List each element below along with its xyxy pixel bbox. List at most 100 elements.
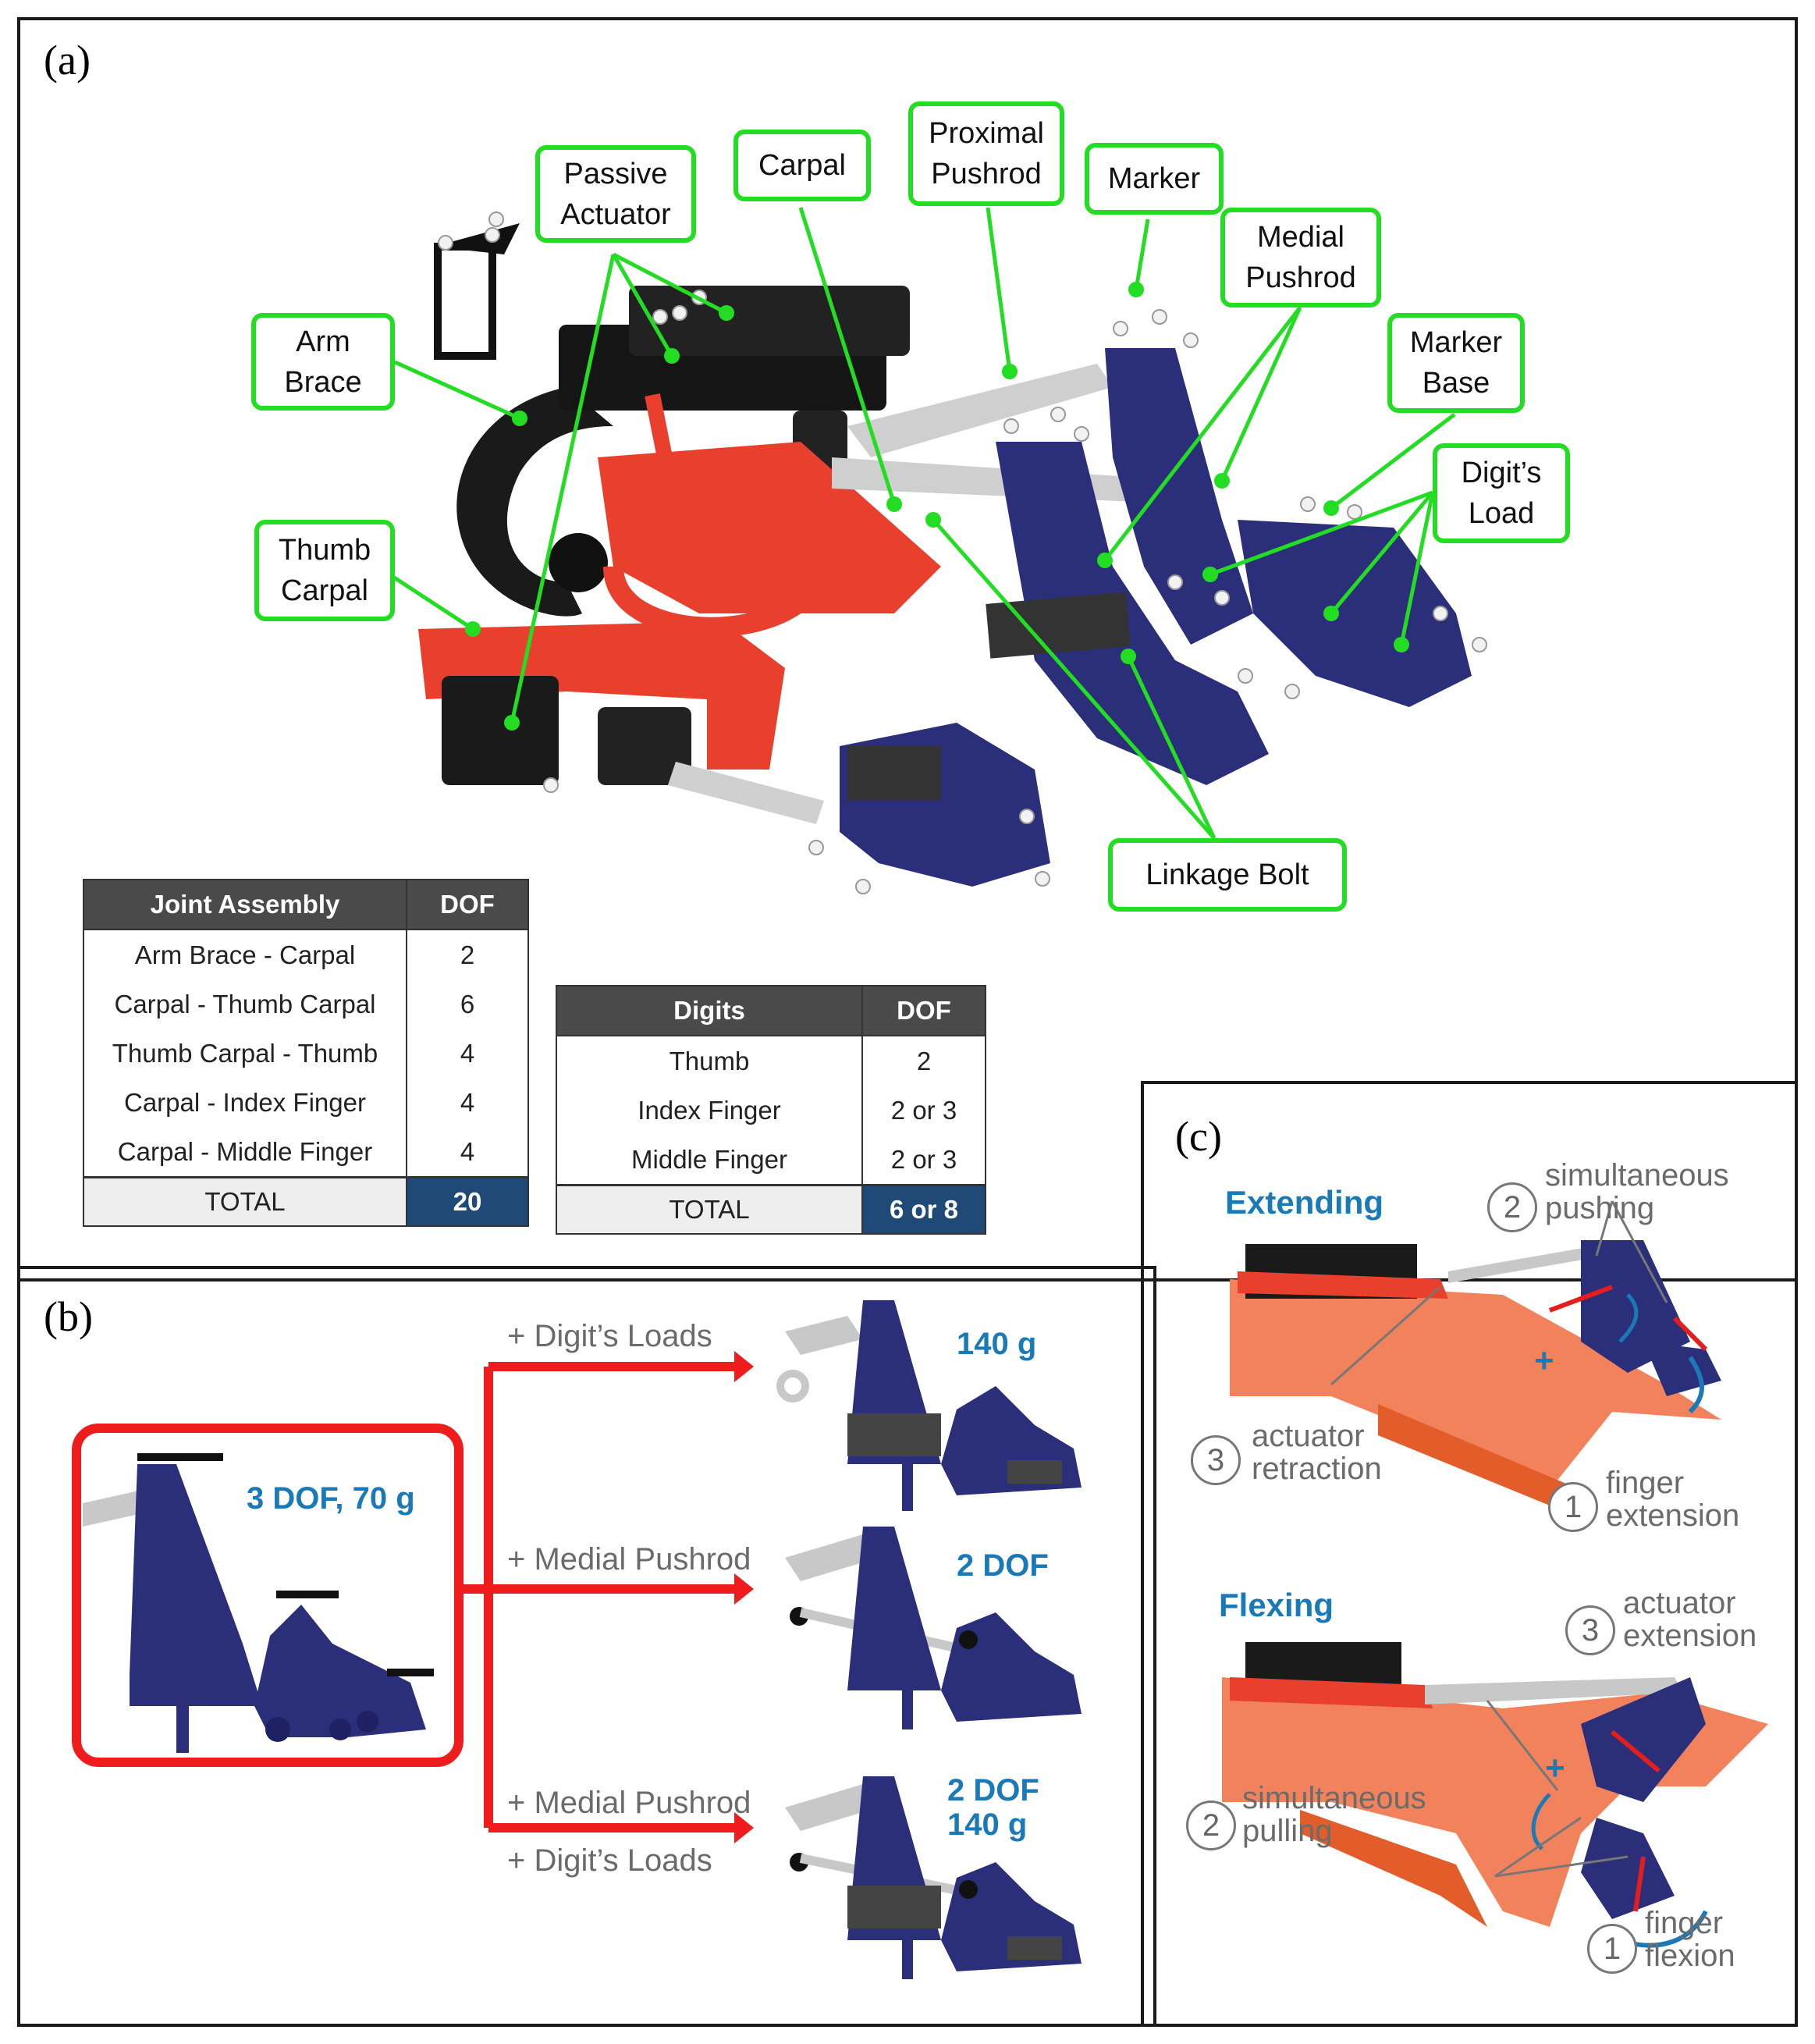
callout-proximal-pushrod: Proximal Pushrod [908,101,1064,206]
table-cell: Index Finger [556,1086,863,1135]
index-finger-part [996,442,1269,785]
branch-3-arrow-label: + Medial Pushrod [507,1786,751,1820]
extending-red-arrows [1548,1285,1708,1352]
flexing-step-1-number: 1 [1587,1924,1637,1974]
extending-step-1-line2: extension [1606,1498,1740,1533]
extending-step-3-line1: actuator [1252,1419,1365,1453]
branch-finger-2 [785,1527,1082,1729]
callout-linkage-bolt-line1: Linkage Bolt [1145,858,1309,891]
extending-step-3-number: 3 [1191,1435,1241,1485]
callout-digits-load: Digit’s Load [1433,443,1570,543]
flexing-step-2-line2: pulling [1242,1814,1333,1848]
callout-marker-base: Marker Base [1387,313,1525,413]
panel-c: (c) [1141,1081,1798,2027]
extending-plus-sign: + [1534,1342,1554,1380]
branch-3-arrow-label-2: + Digit’s Loads [507,1843,712,1878]
callout-digits-load-line2: Load [1468,497,1535,530]
marker-frame [434,243,496,360]
table-cell: 4 [406,1029,529,1078]
callout-marker-base-line1: Marker [1409,326,1503,359]
flexing-plus-sign: + [1545,1749,1565,1787]
extension-arc [1688,1356,1704,1414]
branch-3-result: 2 DOF [947,1773,1039,1808]
table-total-label: TOTAL [556,1184,863,1235]
callout-carpal: Carpal [733,130,871,201]
extending-step-3-line2: retraction [1252,1452,1382,1486]
table-cell: Carpal - Middle Finger [83,1127,407,1178]
branch-2-result: 2 DOF [957,1548,1049,1583]
callout-marker-base-line2: Base [1422,367,1490,400]
branch-finger-3 [785,1776,1082,1979]
branch-arrows [459,1362,738,1832]
table-cell: 4 [406,1127,529,1178]
flexing-step-3-number: 3 [1565,1605,1615,1655]
joint-table-header-assembly: Joint Assembly [83,879,407,930]
callout-medial-pushrod-line2: Pushrod [1245,261,1356,294]
flexing-step-2-number: 2 [1186,1800,1236,1850]
panel-c-letter: (c) [1175,1113,1222,1160]
callout-arm-brace-line2: Brace [284,365,362,399]
callout-passive-actuator-line1: Passive [563,157,668,190]
marker-balls [438,212,1487,894]
digits-table-header-digits: Digits [556,985,863,1036]
callout-proximal-pushrod-line1: Proximal [929,117,1044,150]
extending-step-2-number: 2 [1487,1182,1537,1232]
extending-title: Extending [1225,1184,1384,1221]
branch-1-arrow-label: + Digit’s Loads [507,1319,712,1353]
branch-finger-1 [776,1300,1082,1511]
extending-step-3-label: actuator retraction [1252,1420,1382,1485]
thumb-carpal-part [418,621,785,770]
flexion-arc [1627,1910,1708,1948]
leader-lines [385,207,1456,840]
callout-marker-line1: Marker [1107,162,1201,195]
flexing-red-arrows [1611,1729,1660,1912]
flexing-step-2-line1: simultaneous [1242,1781,1426,1815]
extending-step-1-line1: finger [1606,1466,1685,1500]
callout-thumb-carpal: Thumb Carpal [254,520,395,621]
flexing-step-1-line2: flexion [1645,1939,1735,1973]
table-cell: Arm Brace - Carpal [83,930,407,979]
panel-b-letter: (b) [44,1293,93,1340]
callout-arm-brace-line1: Arm [296,325,350,358]
callout-thumb-carpal-line1: Thumb [278,534,371,567]
base-config-box [72,1424,464,1767]
arrow-heads [734,1351,754,1843]
callout-proximal-pushrod-line2: Pushrod [931,158,1042,190]
carpal-part [598,442,941,613]
table-total-value: 6 or 8 [861,1184,986,1235]
callout-arm-brace: Arm Brace [251,313,395,411]
callout-passive-actuator-line2: Actuator [560,197,671,231]
branch-1-result: 140 g [957,1327,1037,1361]
base-config-label: 3 DOF, 70 g [247,1481,415,1516]
proximal-pushrod-part [847,364,1113,457]
panel-b: (b) [17,1266,1156,2027]
panel-a: (a) [17,17,1798,1281]
passive-actuator-part-2 [629,286,910,356]
callout-digits-load-line1: Digit’s [1461,457,1542,489]
leader-dots [465,282,1409,731]
branch-3-result-2: 140 g [947,1808,1028,1842]
table-cell: 4 [406,1078,529,1127]
flexing-step-1-label: finger flexion [1645,1907,1735,1972]
callout-marker: Marker [1085,143,1224,215]
callout-medial-pushrod-line1: Medial [1257,221,1344,254]
table-total-label: TOTAL [83,1176,407,1227]
joint-table-header-dof: DOF [406,879,529,930]
flexing-step-3-label: actuator extension [1623,1587,1756,1652]
callout-medial-pushrod: Medial Pushrod [1220,208,1381,307]
table-cell: 2 or 3 [861,1135,986,1186]
flexing-leaders [1486,1700,1629,1878]
table-cell: 6 [406,979,529,1029]
table-cell: Middle Finger [556,1135,863,1186]
base-finger-illustration [83,1453,434,1753]
extending-leaders [1330,1200,1668,1386]
flexing-step-1-line1: finger [1645,1906,1724,1940]
